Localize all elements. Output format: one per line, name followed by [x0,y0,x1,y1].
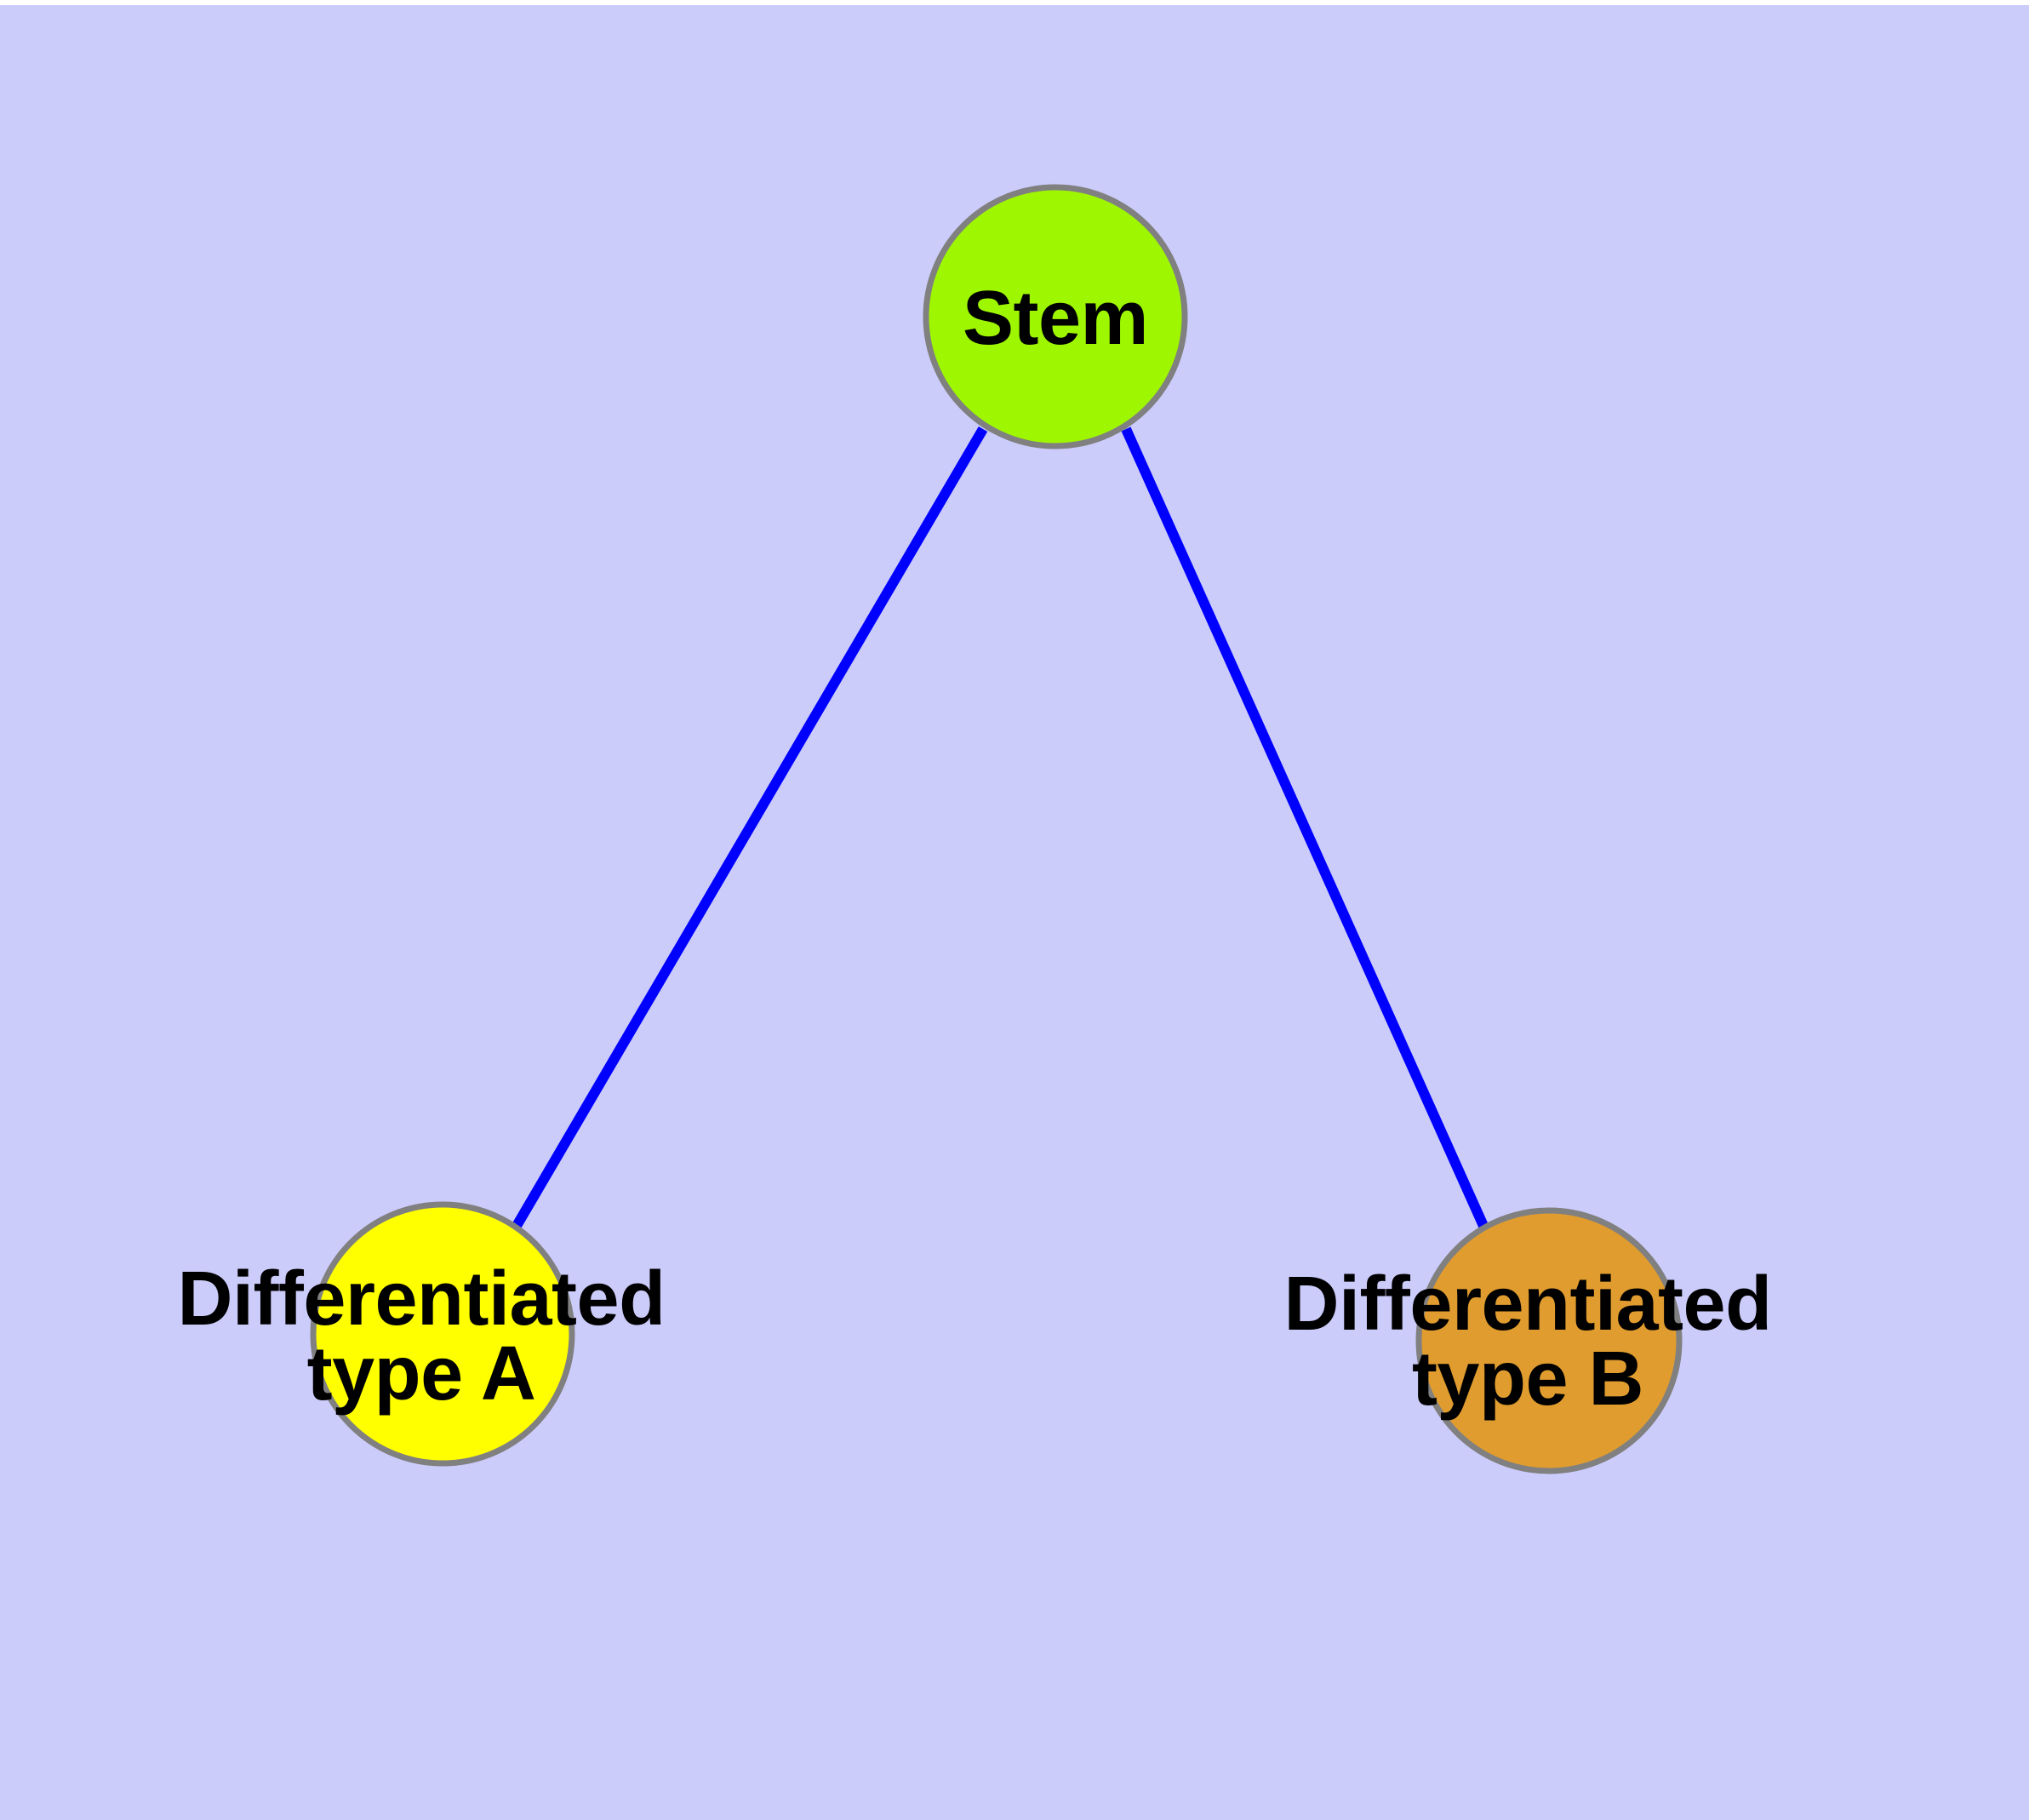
node-diff-type-b[interactable] [1415,1207,1683,1474]
edge-stem-to-type-b [1121,426,1489,1228]
node-layer [310,184,1683,1474]
node-stem[interactable] [923,184,1188,449]
edge-layer [512,426,1489,1229]
node-diff-type-a[interactable] [310,1201,575,1467]
edge-stem-to-type-a [512,426,988,1229]
